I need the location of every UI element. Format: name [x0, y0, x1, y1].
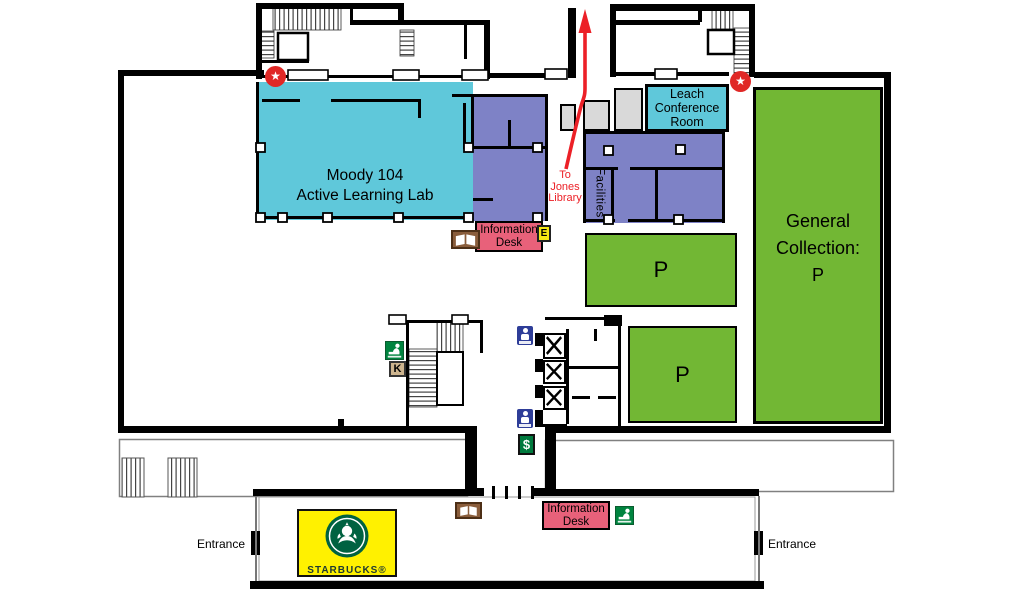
room-gray-2	[583, 100, 610, 131]
starbucks-kiosk: STARBUCKS®	[297, 509, 397, 577]
elevator-shaft-icon	[543, 360, 566, 384]
route-arrow-to-jones	[564, 9, 592, 170]
info-desk-upper: Information Desk	[475, 221, 543, 252]
elevator-shaft-icon	[543, 333, 566, 359]
room-moody-lab	[258, 82, 473, 220]
general-collection-label: General Collection: P	[775, 211, 861, 285]
area-general-collection	[753, 87, 883, 424]
open-book-icon	[455, 502, 482, 519]
facilities-label: Facilities	[593, 168, 606, 218]
security-gates	[492, 486, 534, 499]
to-jones-library-label: To Jones Library	[548, 169, 582, 204]
area-stacks-p1: P	[585, 233, 737, 307]
drinking-fountain-icon	[615, 506, 634, 525]
leach-label-3: Room	[670, 115, 704, 129]
change-machine-icon: $	[518, 434, 535, 455]
restroom-icon	[517, 326, 533, 345]
starbucks-label: STARBUCKS®	[307, 565, 387, 576]
stacks-p1-label: P	[653, 257, 669, 282]
walls	[118, 3, 891, 589]
doors	[287, 68, 678, 325]
entrance-left-label: Entrance	[196, 537, 245, 551]
stairwell-central	[408, 321, 464, 408]
entrance-lines	[255, 496, 760, 581]
emergency-exit-icon: ★	[730, 71, 751, 92]
exterior-ramps	[118, 438, 895, 582]
leach-label-2: Conference	[654, 101, 720, 115]
area-stacks-p2: P	[628, 326, 737, 423]
room-gray-3	[614, 88, 643, 131]
restroom-icon	[517, 409, 533, 428]
stacks-p2-label: P	[675, 361, 690, 387]
emergency-exit-icon: ★	[265, 66, 286, 87]
column-markers	[255, 142, 686, 225]
kiosk-k-icon: K	[389, 361, 406, 377]
moody-lab-label: Moody 104 Active Learning Lab	[296, 167, 434, 204]
starbucks-logo	[325, 514, 369, 563]
room-leach-conference: Leach Conference Room	[645, 84, 729, 132]
entrance-right-label: Entrance	[768, 537, 817, 551]
open-book-icon	[451, 230, 480, 249]
elevator-e-icon: E	[537, 225, 551, 242]
info-desk-lower: Information Desk	[542, 501, 610, 530]
leach-label-1: Leach	[669, 87, 705, 101]
elevator-shaft-icon	[543, 386, 566, 410]
drinking-fountain-icon	[385, 341, 404, 360]
stairwell-northeast	[706, 9, 751, 76]
stairwell-northwest	[260, 7, 415, 62]
room-gray-1	[560, 104, 576, 131]
